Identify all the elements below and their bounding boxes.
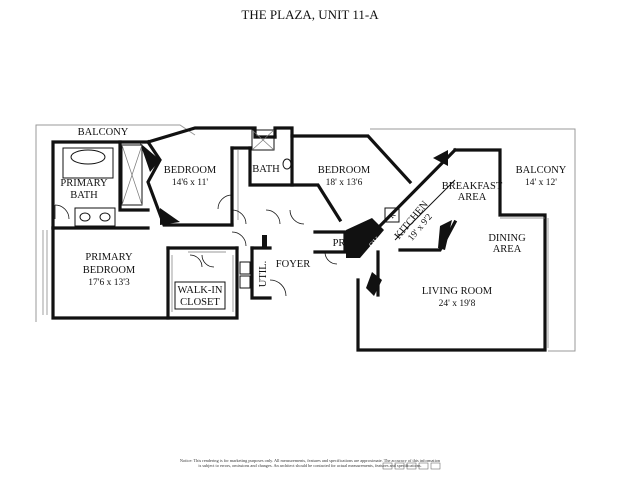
label-walkin-line2: CLOSET [180,297,220,308]
fixtures [42,129,549,348]
label-bedroom1: BEDROOM [164,165,217,176]
label-breakfast-line2: AREA [458,192,487,203]
label-living-room: LIVING ROOM [422,286,493,297]
logo-marks [382,462,441,470]
structural-fills [140,143,452,296]
label-dining-line2: AREA [493,244,522,255]
notice-line2: is subject to errors, omissions and chan… [198,463,421,469]
label-bedroom2: BEDROOM [318,165,371,176]
walkin-closet-box [174,281,226,310]
label-bedroom2-dim: 18' x 13'6 [326,178,363,188]
label-balcony-right: BALCONY [516,165,567,176]
label-primary-bath-line1: PRIMARY [60,178,108,189]
label-primary-bath-line2: BATH [70,190,98,201]
label-bath: BATH [252,164,280,175]
room-labels: BALCONY PRIMARY BATH BEDROOM 14'6 x 11' … [60,127,567,310]
label-primary-bedroom-line1: PRIMARY [85,252,133,263]
label-living-room-dim: 24' x 19'8 [439,299,476,309]
label-bedroom1-dim: 14'6 x 11' [172,178,209,188]
label-foyer: FOYER [276,259,310,270]
notice-line1: Notice: This rendering is for marketing … [180,458,441,464]
walls [51,126,547,352]
label-balcony-left: BALCONY [78,127,129,138]
label-util: UTIL. [258,261,269,288]
plan-title: THE PLAZA, UNIT 11-A [241,7,379,22]
label-r: R [387,210,398,221]
door-swings [54,194,338,297]
label-primary-bedroom-dim: 17'6 x 13'3 [88,278,130,288]
label-balcony-right-dim: 14' x 12' [525,178,557,188]
label-primary-bedroom-line2: BEDROOM [83,265,136,276]
label-pr: PR [333,238,346,249]
label-dining-line1: DINING [488,233,526,244]
label-breakfast-line1: BREAKFAST [442,181,503,192]
label-walkin-line1: WALK-IN [178,285,223,296]
